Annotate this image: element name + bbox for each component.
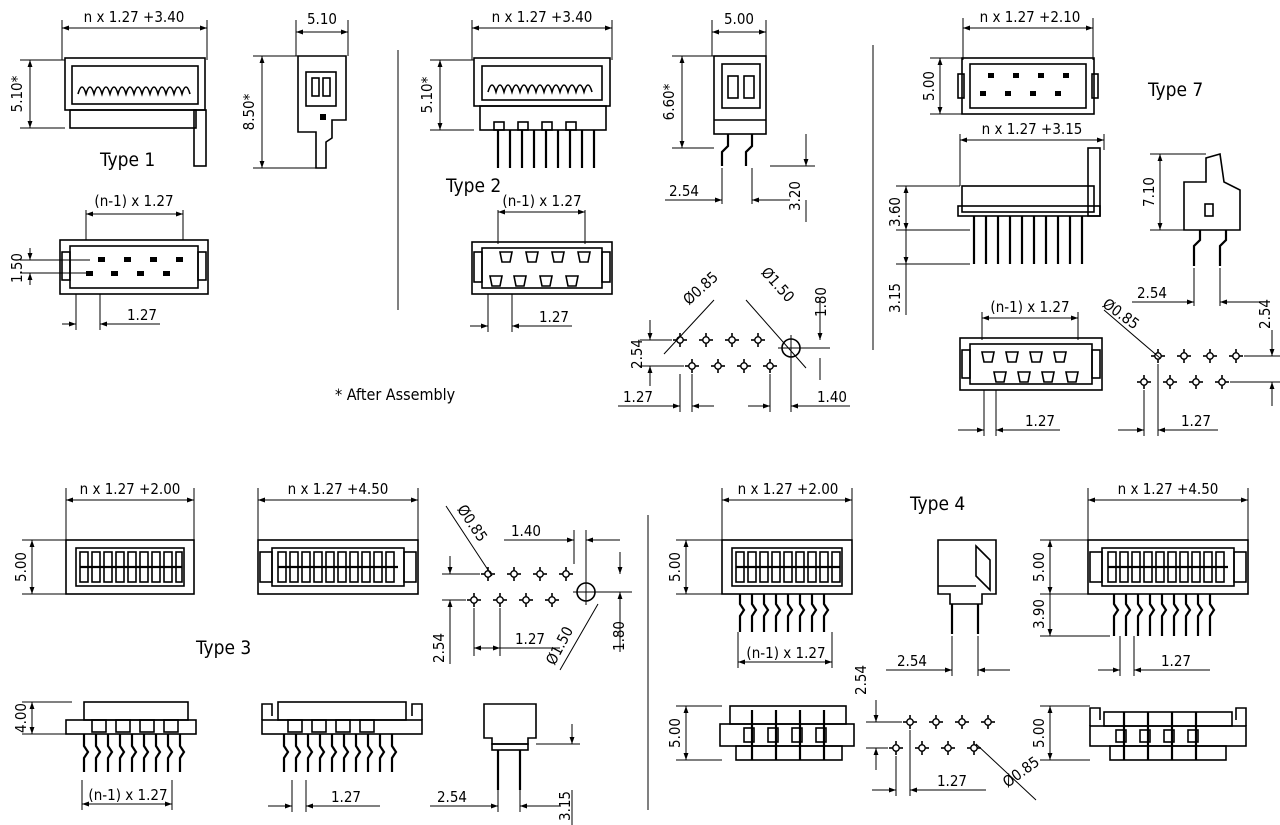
- dim-t4-p: 1.27: [937, 772, 967, 790]
- dim-t4-pitch: (n-1) x 1.27: [746, 644, 825, 662]
- dim-t4-row: 2.54: [852, 665, 870, 695]
- dim-t3-width1: n x 1.27 +2.00: [80, 480, 181, 498]
- type2-group: n x 1.27 +3.40 5.10* Type 2 5.00 6.60*: [335, 8, 850, 412]
- dim-t7-width2: n x 1.27 +3.15: [982, 120, 1083, 138]
- dim-t1-side-height: 8.50*: [240, 93, 258, 130]
- title-type4: Type 4: [909, 493, 965, 515]
- dim-t7-pitch-top: (n-1) x 1.27: [990, 298, 1069, 316]
- dim-t2-pitch-bottom: 1.27: [539, 308, 569, 326]
- dim-t7-side-h: 7.10: [1140, 177, 1158, 207]
- dim-t3-hole-small: Ø0.85: [453, 501, 491, 545]
- dim-t4-p2: 1.27: [1161, 652, 1191, 670]
- dim-t4-h-bottom2: 5.00: [1030, 718, 1048, 748]
- title-type1: Type 1: [99, 149, 155, 171]
- dim-t2-leg-pitch: 2.54: [669, 182, 699, 200]
- dim-t4-h2: 5.00: [1030, 552, 1048, 582]
- type1-group: n x 1.27 +3.40 5.10* Type 1 5.10 8.50* (…: [8, 8, 349, 330]
- title-type7: Type 7: [1147, 79, 1203, 101]
- dim-t2-hp-left: 1.27: [623, 388, 653, 406]
- dim-t3-big-off: 1.80: [610, 621, 628, 651]
- dim-t2-height: 5.10*: [418, 76, 436, 113]
- dim-t7-p1: 1.27: [1025, 412, 1055, 430]
- dim-t3-hole-big: Ø1.50: [542, 623, 577, 667]
- dim-t1-height: 5.10*: [8, 75, 26, 112]
- dim-t4-h1: 5.00: [666, 552, 684, 582]
- dim-t3-leg-pitch: 2.54: [437, 788, 467, 806]
- dim-t1-pitch-bottom: 1.27: [127, 306, 157, 324]
- title-type3: Type 3: [195, 637, 251, 659]
- dim-t7-p2: 1.27: [1181, 412, 1211, 430]
- dim-t4-h-bottom: 5.00: [666, 718, 684, 748]
- dim-t3-h1: 5.00: [12, 552, 30, 582]
- dim-t3-h-side: 4.00: [12, 703, 30, 733]
- dim-t7-leg-pitch: 2.54: [1137, 284, 1167, 302]
- dim-t2-hole-big: Ø1.50: [757, 264, 798, 306]
- type4-group: n x 1.27 +2.00 5.00 (n-1) x 1.27 Type 4: [666, 480, 1249, 801]
- dim-t3-width2: n x 1.27 +4.50: [288, 480, 389, 498]
- dim-t2-hole-small: Ø0.85: [680, 268, 722, 309]
- dim-t3-row: 2.54: [430, 633, 448, 663]
- dim-t1-width: n x 1.27 +3.40: [84, 8, 185, 26]
- dim-t2-width: n x 1.27 +3.40: [492, 8, 593, 26]
- type3-group: n x 1.27 +2.00 5.00 n x 1.27 +4.50: [12, 480, 632, 825]
- dim-t1-pitch-top: (n-1) x 1.27: [94, 192, 173, 210]
- after-assembly-note: * After Assembly: [335, 385, 456, 404]
- dim-t4-width2: n x 1.27 +4.50: [1118, 480, 1219, 498]
- dim-t3-p-bottom: 1.27: [331, 788, 361, 806]
- dim-t7-h1: 3.60: [886, 197, 904, 227]
- dim-t4-h3: 3.90: [1030, 599, 1048, 629]
- dim-t2-side-width: 5.00: [724, 10, 754, 28]
- dim-t1-row: 1.50: [8, 253, 26, 283]
- dim-t2-hp-right: 1.40: [817, 388, 847, 406]
- dim-t7-width: n x 1.27 +2.10: [980, 8, 1081, 26]
- dim-t2-leg-len: 3.20: [786, 181, 804, 211]
- dim-t4-leg-pitch: 2.54: [897, 652, 927, 670]
- dim-t3-p: 1.27: [515, 630, 545, 648]
- dim-t7-height: 5.00: [920, 71, 938, 101]
- dim-t3-off: 1.40: [511, 522, 541, 540]
- dim-t1-side-width: 5.10: [307, 10, 337, 28]
- dim-t4-width1: n x 1.27 +2.00: [738, 480, 839, 498]
- dim-t2-row: 2.54: [628, 339, 646, 369]
- dim-t2-pitch-top: (n-1) x 1.27: [502, 192, 581, 210]
- dim-t7-row: 2.54: [1256, 299, 1274, 329]
- dim-t3-pitch-bottom: (n-1) x 1.27: [88, 786, 167, 804]
- type7-group: n x 1.27 +2.10 5.00 Type 7 n x 1.27 +3.1…: [886, 8, 1280, 436]
- title-type2: Type 2: [445, 175, 501, 197]
- dim-t2-side-height: 6.60*: [660, 83, 678, 120]
- dim-t2-big-off: 1.80: [812, 287, 830, 317]
- dim-t3-leg-len: 3.15: [556, 791, 574, 821]
- dim-t7-h2: 3.15: [886, 283, 904, 313]
